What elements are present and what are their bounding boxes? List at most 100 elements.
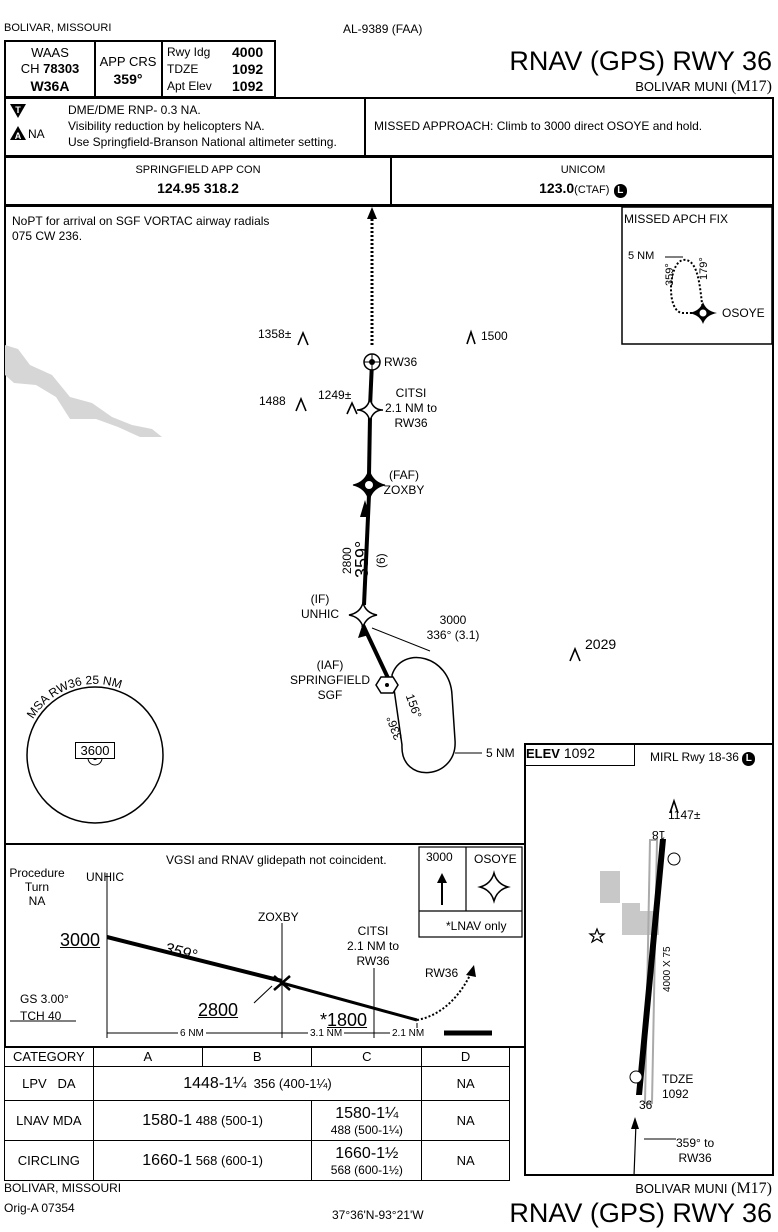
missed-icons-box — [418, 846, 523, 938]
beacon-icon — [588, 927, 606, 944]
procedure-racetrack — [391, 656, 456, 774]
runway-dimensions: 4000 X 75 — [662, 946, 673, 992]
runway-36-label: 36 — [639, 1098, 653, 1112]
profile-graphics — [10, 846, 523, 1038]
unhic-label: (IF)UNHIC — [301, 592, 339, 621]
airport-diagram-graphics — [588, 798, 681, 1176]
lpv-label: LPV DA — [4, 1066, 94, 1101]
airport-name-line: BOLIVAR MUNI (M17) — [635, 78, 772, 96]
final-course-arrow — [631, 1117, 639, 1129]
lpv-minimums: 1448-1¼ 356 (400-1¼) — [92, 1066, 423, 1101]
airport-id: (M17) — [731, 78, 772, 95]
zoxby-label: (FAF)ZOXBY — [383, 468, 425, 497]
segment-course: 359° — [352, 540, 372, 578]
footer-location: BOLIVAR, MISSOURI — [4, 1181, 122, 1195]
procedure-title: RNAV (GPS) RWY 36 — [509, 46, 772, 76]
waas-id: W36A — [30, 78, 70, 94]
lighting-note: MIRL Rwy 18-36 L — [650, 750, 756, 766]
obs-1358: 1358± — [258, 327, 292, 341]
final-profile — [281, 981, 418, 1022]
lpv-row: LPV DA 1448-1¼ 356 (400-1¼) NA — [4, 1066, 510, 1101]
circling-ab: 1660-1 568 (600-1) — [92, 1140, 313, 1181]
footer-amendment: Orig-A 07354 — [4, 1201, 75, 1215]
profile-unhic: UNHIC — [86, 870, 124, 884]
profile-rw36: RW36 — [425, 966, 459, 980]
msa-circle — [26, 686, 164, 824]
runway-18-36 — [636, 839, 666, 1095]
header-category: CATEGORY — [4, 1046, 94, 1067]
zoxby-waypoint-icon — [352, 468, 386, 502]
plan-view-graphics: MSA RW36 25 NM — [5, 206, 773, 824]
missed-fix-label: MISSED APCH FIX — [624, 212, 729, 226]
segment-distance: (6) — [374, 553, 388, 568]
papi-icon — [629, 1070, 643, 1084]
header-c: C — [311, 1046, 423, 1067]
obs-1147: 1147± — [668, 808, 701, 822]
svg-text:T: T — [15, 105, 21, 115]
note-line-2: Visibility reduction by helicopters NA. — [68, 119, 265, 133]
ma-icon-alt: 3000 — [426, 850, 453, 864]
circling-label: CIRCLING — [4, 1140, 94, 1181]
header-d: D — [421, 1046, 510, 1067]
lnav-ab: 1580-1 488 (500-1) — [92, 1100, 313, 1141]
chart-id: AL-9389 (FAA) — [343, 22, 423, 36]
svg-text:A: A — [15, 131, 22, 141]
rw36-label: RW36 — [384, 355, 418, 369]
apt-elev-label: Apt Elev — [167, 79, 212, 93]
profile-gs: GS 3.00° — [20, 992, 69, 1006]
osoye-waypoint-icon — [689, 302, 717, 324]
profile-alt-1800: *1800 — [320, 1010, 368, 1030]
msa-altitude: 3600 — [75, 742, 115, 759]
profile-alt-2800: 2800 — [198, 1000, 239, 1020]
unicom-ctaf: (CTAF) — [574, 184, 610, 196]
missed-approach-text: MISSED APPROACH: Climb to 3000 direct OS… — [374, 119, 703, 133]
footer-airport-id: (M17) — [731, 1180, 772, 1197]
minimums-table: CATEGORY A B C D LPV DA 1448-1¼ 356 (400… — [4, 1046, 510, 1181]
faf-cross-icon — [273, 975, 291, 991]
msa-label: MSA RW36 25 NM — [24, 673, 124, 721]
triangle-t-icon: T — [10, 104, 26, 118]
feeder-label-leader — [371, 627, 431, 652]
triangle-a-icon: A — [10, 126, 26, 141]
building-2 — [622, 903, 640, 935]
obstacle-1358-icon — [297, 330, 309, 346]
rwy-ldg-label: Rwy Idg — [167, 45, 211, 59]
unicom-freq-line: 123.0(CTAF) L — [392, 180, 774, 198]
app-crs-label: APP CRS — [99, 54, 157, 69]
final-segment-2 — [367, 416, 372, 476]
rw36-waypoint-icon — [363, 353, 381, 371]
obs-2029: 2029 — [585, 636, 617, 652]
apt-elev: 1092 — [232, 78, 264, 94]
alt-2800-leader — [253, 985, 273, 1004]
minimums-header-row: CATEGORY A B C D — [4, 1046, 510, 1067]
obs-1488: 1488 — [259, 394, 286, 408]
notes-row: T A NA DME/DME RNP- 0.3 NA. Visibility r… — [4, 97, 774, 157]
obstacle-2029-icon — [569, 646, 581, 662]
elev-label: ELEV — [526, 746, 560, 761]
osoye-direct-icon — [477, 870, 511, 904]
dist-31nm: 3.1 NM — [308, 1028, 345, 1039]
course-arrow — [360, 500, 370, 517]
dist-21nm: 2.1 NM — [390, 1028, 427, 1039]
lighting-l-icon: L — [613, 184, 627, 198]
circling-d: NA — [421, 1140, 510, 1181]
lnav-d: NA — [421, 1100, 510, 1141]
lnav-only-note: *LNAV only — [446, 919, 507, 933]
unhic-waypoint-icon — [348, 600, 378, 630]
app-con-label: SPRINGFIELD APP CON — [135, 164, 261, 176]
footer-procedure: RNAV (GPS) RWY 36 — [509, 1198, 772, 1228]
profile-tch: TCH 40 — [20, 1009, 62, 1023]
missed-climb-arrow — [466, 965, 476, 977]
footer-airport: BOLIVAR MUNI — [635, 1181, 728, 1196]
ma-icon-fix: OSOYE — [474, 852, 517, 866]
rwy-ldg: 4000 — [232, 44, 264, 60]
missed-climb — [416, 970, 473, 1021]
unicom-freq: 123.0 — [539, 180, 575, 196]
nopt-note: NoPT for arrival on SGF VORTAC airway ra… — [12, 214, 270, 243]
